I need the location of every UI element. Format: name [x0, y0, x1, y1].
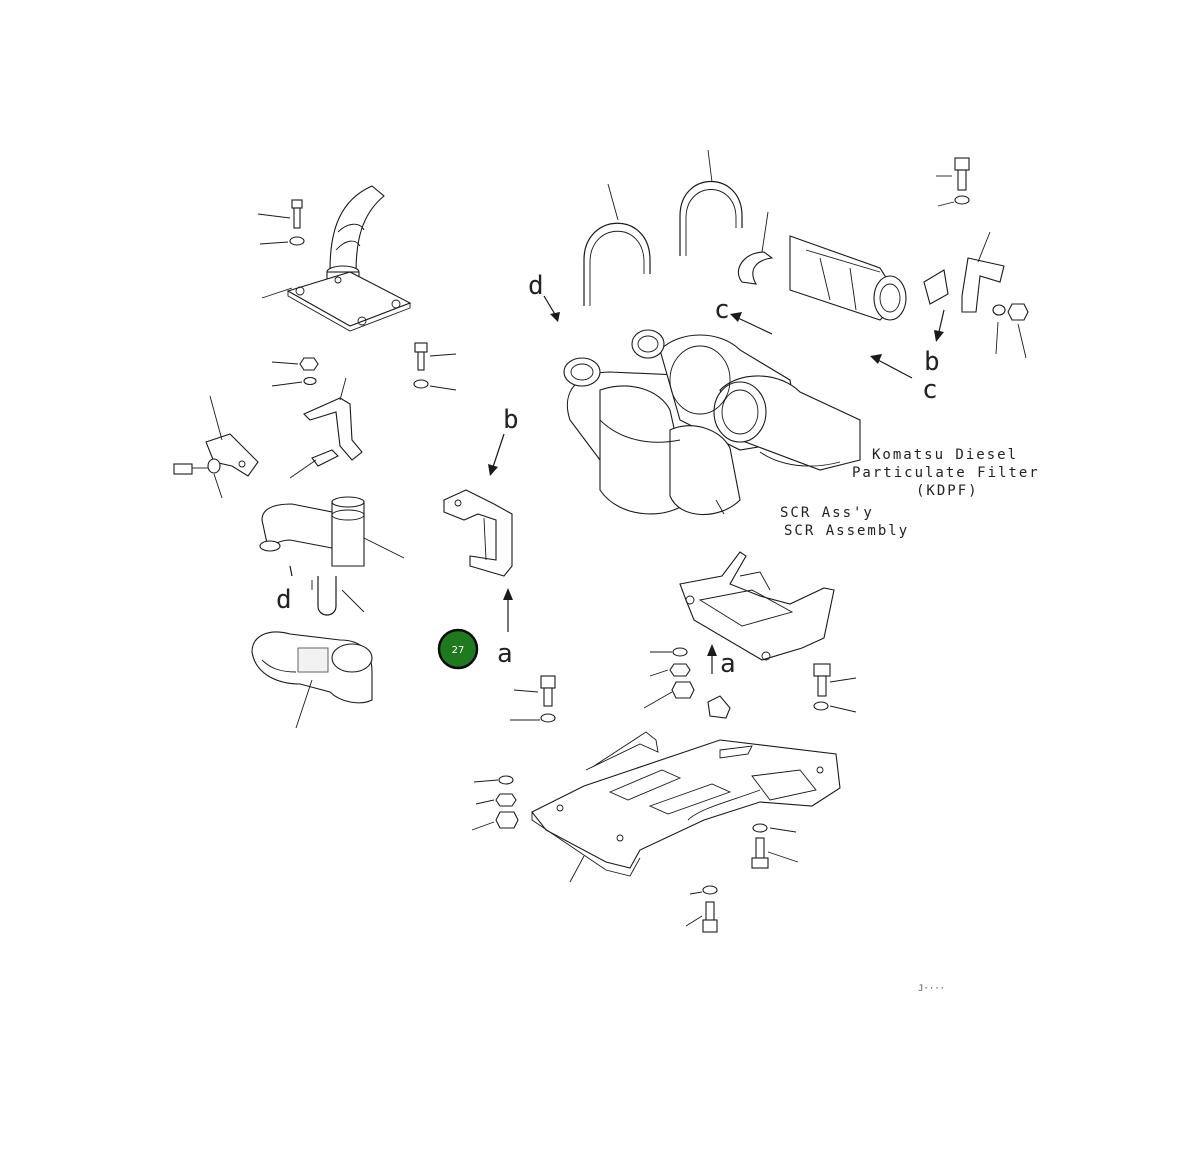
- kdpf-caption-line1: Komatsu Diesel: [872, 447, 1018, 463]
- mount-frame-upper: [679, 551, 835, 661]
- part-hotspot-27[interactable]: 27: [437, 628, 479, 670]
- kdpf-caption-line2: Particulate Filter: [852, 465, 1040, 481]
- view-label-d-left: d: [276, 585, 292, 615]
- bolt-top-left: [257, 199, 305, 246]
- filter-tube-top-right: [789, 235, 907, 321]
- exhaust-elbow-with-flange: [261, 185, 412, 332]
- view-label-b-mid: b: [503, 405, 519, 435]
- view-label-c-right: c: [922, 375, 938, 405]
- view-arrows: [289, 295, 945, 674]
- small-bracket-top-right: [923, 269, 949, 305]
- view-label-a-top: a: [720, 649, 736, 679]
- elbow-connector-left: [251, 631, 373, 729]
- u-bolt-left: [311, 576, 365, 616]
- view-label-a-mid: a: [497, 639, 513, 669]
- mount-bracket-top-right: [961, 231, 1005, 313]
- u-bolt-top-2: [679, 149, 743, 256]
- bolt-top-right: [936, 157, 970, 207]
- kdpf-caption-line3: (KDPF): [916, 483, 979, 499]
- figure-code: J····: [918, 984, 945, 994]
- bolt-left-mid: [413, 342, 457, 391]
- bolt-right-mid: [813, 663, 857, 713]
- view-label-b-top: b: [924, 347, 940, 377]
- view-label-c-top: c: [714, 295, 730, 325]
- view-label-d-top: d: [528, 271, 544, 301]
- bolt-left-lower: [510, 675, 556, 723]
- bolt-bottom: [685, 885, 718, 933]
- kdpf-scr-assembly: [563, 329, 861, 516]
- scr-caption-line2: SCR Assembly: [784, 523, 909, 539]
- washer-nuts-left-lower: [471, 775, 519, 831]
- scr-caption-line1: SCR Ass'y: [780, 505, 874, 521]
- small-plate-with-bolt: [173, 395, 259, 499]
- washer-nuts-right-mid: [643, 647, 695, 709]
- bolt-right-lower: [751, 823, 799, 869]
- support-bracket-left: [289, 377, 363, 479]
- nut-washer-left-mid: [271, 357, 319, 387]
- base-plate: [531, 695, 841, 883]
- u-bolt-top-1: [583, 183, 651, 306]
- exhaust-pipe-left: [259, 496, 405, 567]
- washer-nut-right: [992, 303, 1029, 359]
- bracket-b-center: [443, 489, 513, 577]
- clamp-ring-top: [737, 211, 774, 285]
- part-hotspot-label: 27: [452, 645, 465, 656]
